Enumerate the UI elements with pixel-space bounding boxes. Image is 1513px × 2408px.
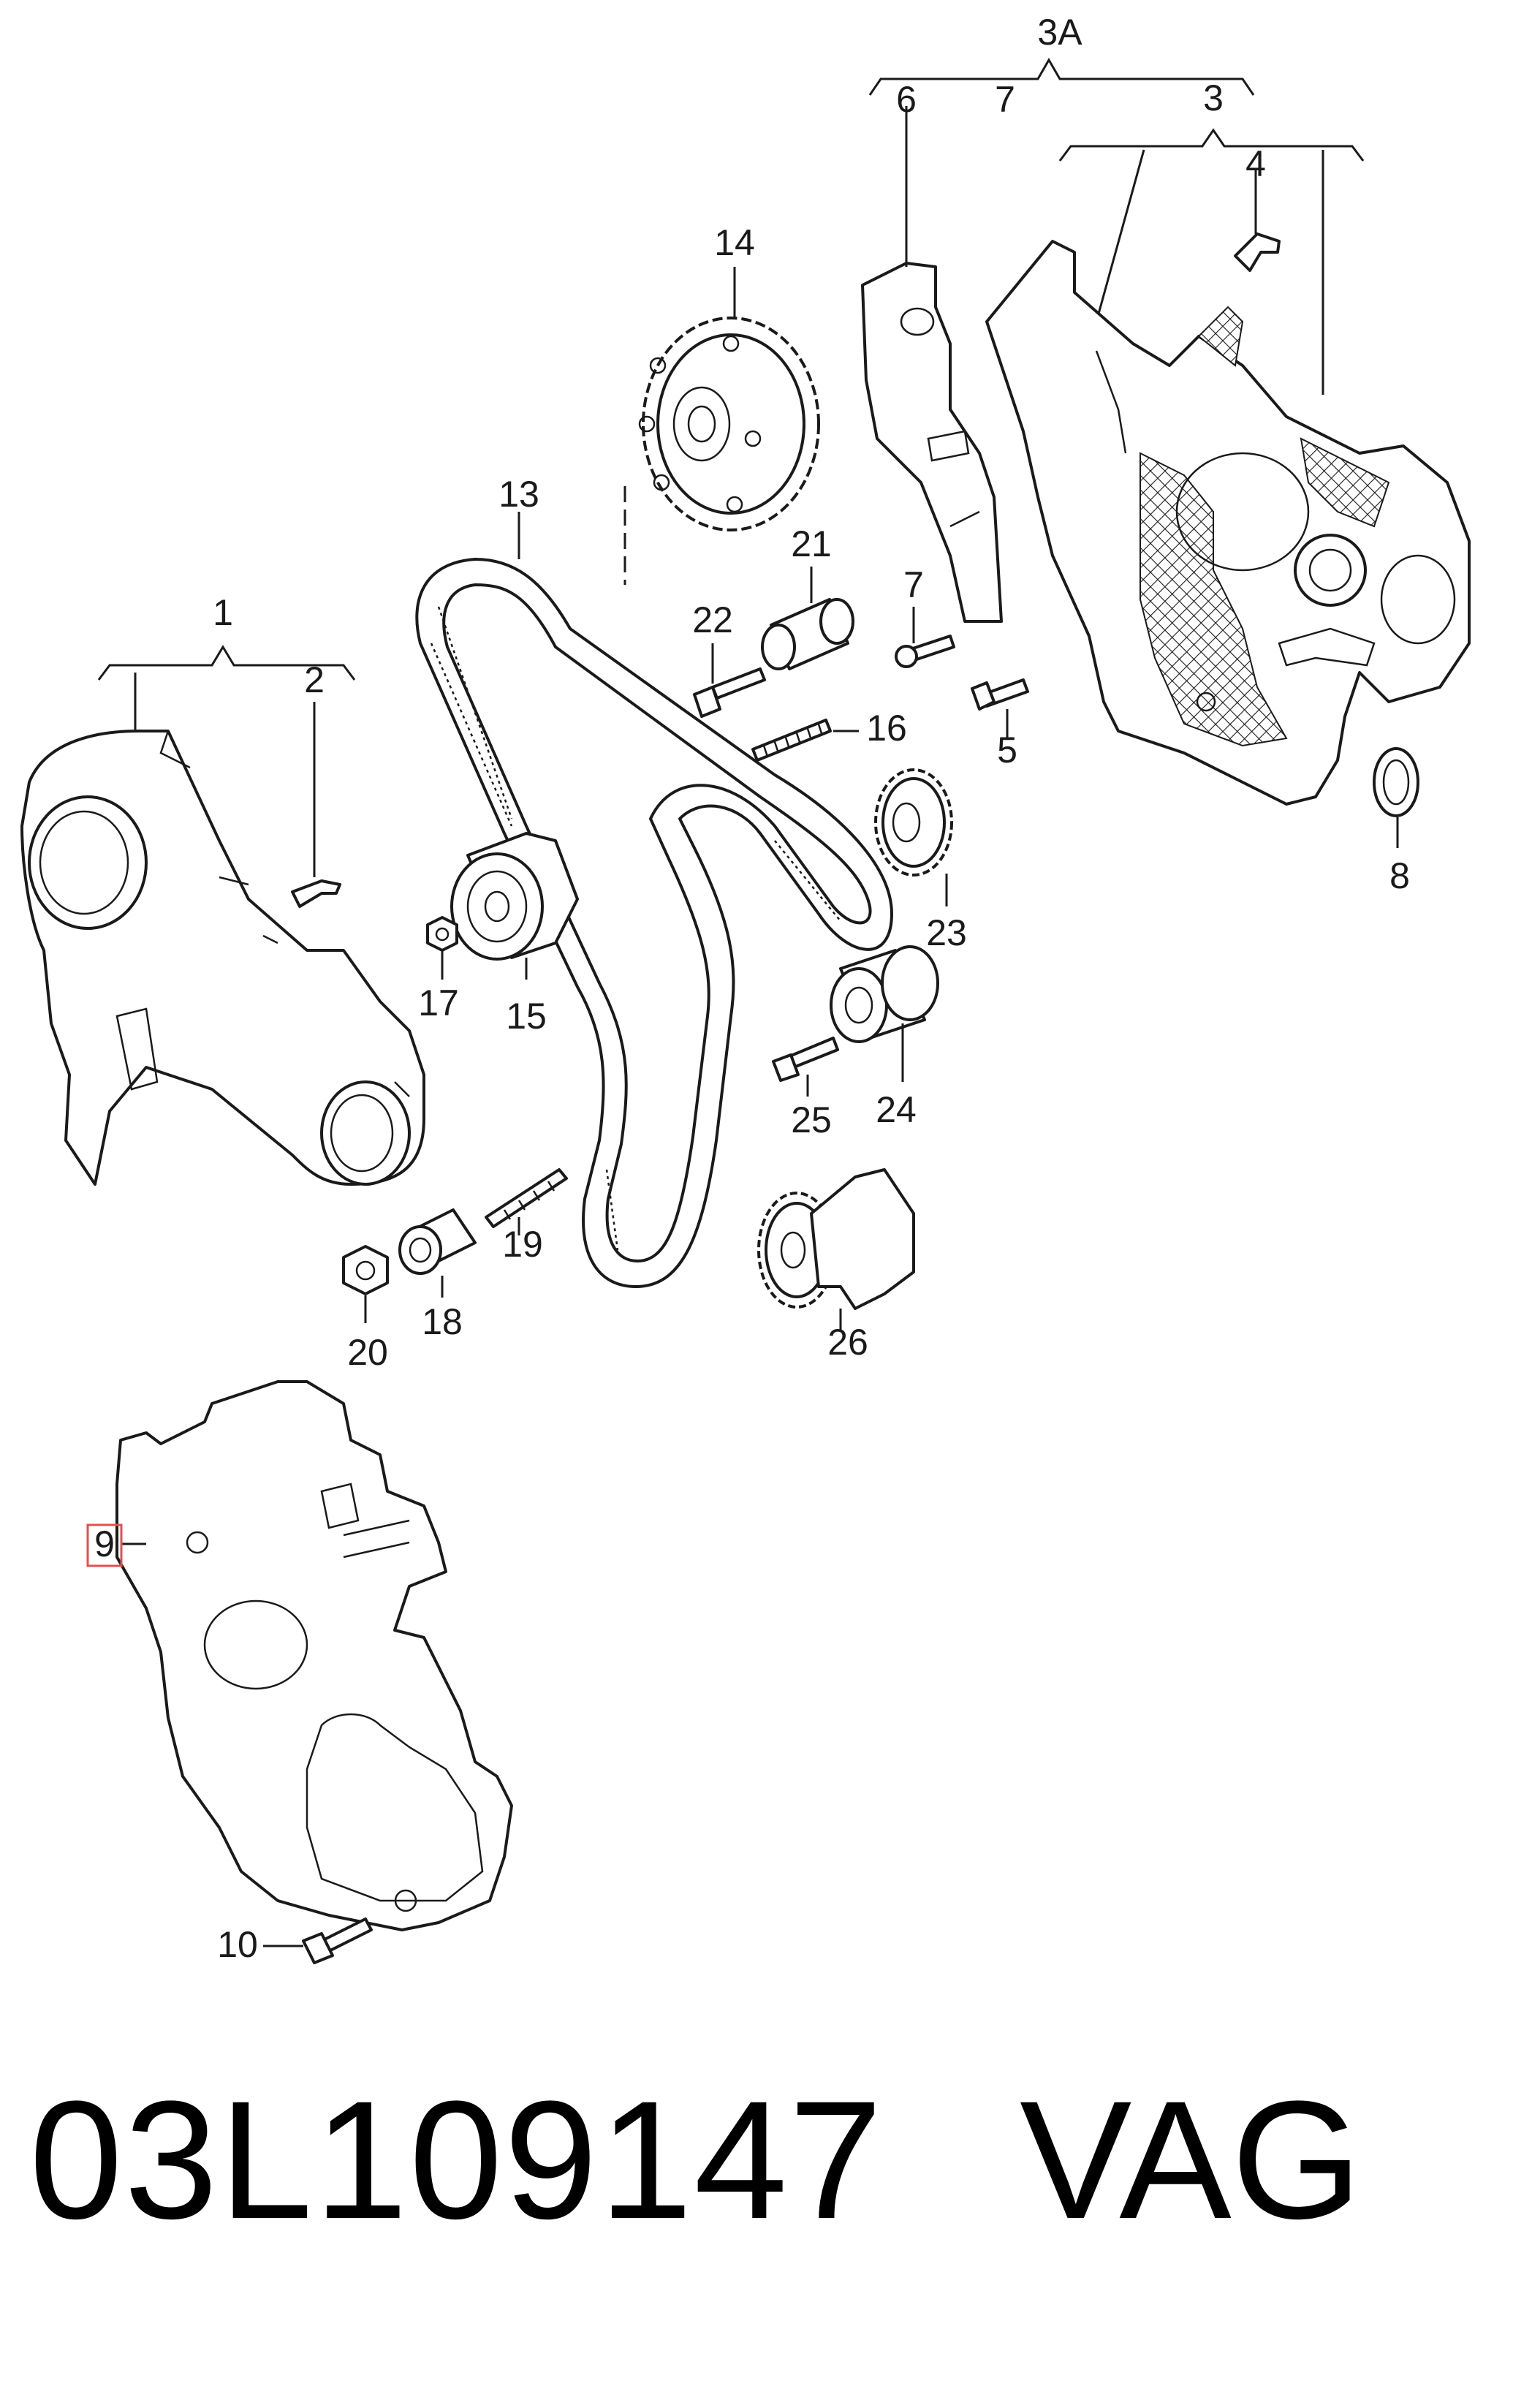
callout-6: 6 bbox=[896, 79, 917, 120]
callout-16: 16 bbox=[866, 708, 907, 749]
callout-7-top: 7 bbox=[995, 79, 1015, 120]
callout-20: 20 bbox=[347, 1332, 388, 1373]
bolt-part-10 bbox=[263, 1917, 373, 1964]
callout-10: 10 bbox=[217, 1924, 258, 1965]
callout-15: 15 bbox=[506, 996, 547, 1037]
callout-18: 18 bbox=[422, 1301, 463, 1342]
nut-part-17 bbox=[426, 916, 458, 980]
callout-1: 1 bbox=[213, 592, 233, 633]
callout-4: 4 bbox=[1245, 143, 1266, 184]
callout-7: 7 bbox=[903, 564, 924, 605]
nut-part-20 bbox=[342, 1245, 389, 1323]
stud-part-16 bbox=[751, 719, 859, 762]
callout-25: 25 bbox=[791, 1099, 832, 1140]
rear-cover-part-1 bbox=[20, 673, 425, 1186]
bracket-1 bbox=[97, 645, 356, 681]
bolt-part-5 bbox=[971, 678, 1029, 738]
clip-part-4 bbox=[1234, 168, 1281, 272]
crank-sprocket-part-23 bbox=[874, 768, 953, 906]
callout-9-highlight bbox=[86, 1523, 123, 1567]
callout-21: 21 bbox=[791, 523, 832, 564]
water-pump-part-26 bbox=[757, 1168, 915, 1330]
timing-belt-part-13 bbox=[415, 512, 893, 1288]
stud-part-19 bbox=[485, 1168, 568, 1235]
callout-14: 14 bbox=[714, 222, 755, 263]
upper-cover-part-6 bbox=[861, 106, 1003, 623]
bushing-part-18 bbox=[398, 1208, 477, 1298]
bracket-3a bbox=[868, 57, 1255, 96]
callout-labels: 3A 6 7 3 4 14 13 21 7 22 1 2 16 5 8 23 1… bbox=[86, 12, 1410, 1965]
callout-3a: 3A bbox=[1037, 12, 1082, 53]
callout-13: 13 bbox=[498, 474, 539, 515]
grommet-part-8 bbox=[1373, 747, 1419, 848]
pulley-part-24 bbox=[830, 945, 939, 1082]
tensioner-part-15 bbox=[450, 832, 579, 980]
callout-2: 2 bbox=[304, 659, 325, 700]
bracket-3 bbox=[1058, 128, 1365, 395]
callout-5: 5 bbox=[997, 730, 1017, 771]
callout-3: 3 bbox=[1203, 77, 1224, 118]
callout-24: 24 bbox=[876, 1089, 917, 1130]
camshaft-sprocket-part-14 bbox=[623, 267, 820, 585]
callout-17: 17 bbox=[418, 982, 459, 1023]
callout-9: 9 bbox=[94, 1523, 115, 1564]
clip-part-2 bbox=[291, 702, 341, 908]
bolt-part-22 bbox=[693, 643, 766, 718]
callout-23: 23 bbox=[926, 912, 967, 953]
callout-26: 26 bbox=[827, 1322, 868, 1363]
upper-cover-part-3 bbox=[985, 240, 1471, 806]
callout-19: 19 bbox=[502, 1224, 543, 1265]
callout-22: 22 bbox=[692, 599, 733, 640]
lower-cover-part-9 bbox=[115, 1380, 513, 1931]
callout-8: 8 bbox=[1389, 855, 1410, 896]
part-number: 03L109147 bbox=[29, 2066, 884, 2254]
bolt-part-25 bbox=[772, 1037, 839, 1097]
spacer-part-21 bbox=[761, 567, 854, 670]
brand-name: VAG bbox=[1020, 2066, 1362, 2254]
bolt-part-7 bbox=[895, 607, 955, 668]
